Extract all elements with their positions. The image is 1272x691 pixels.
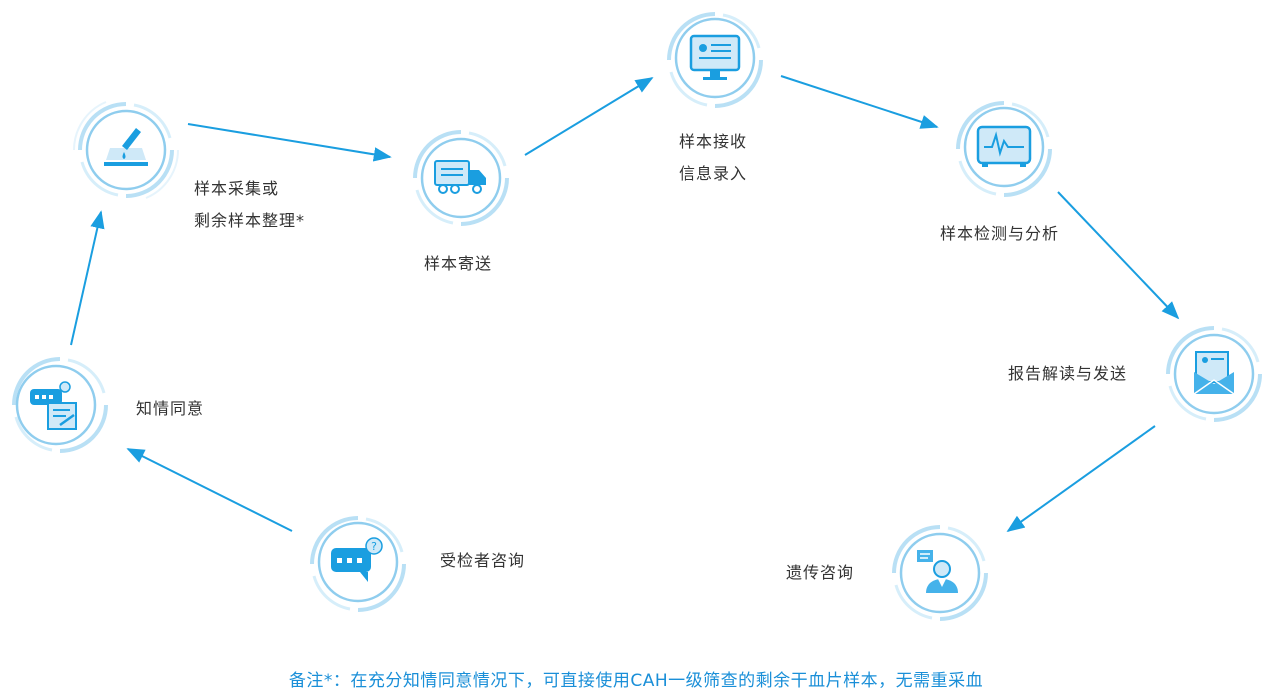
step-collect-node	[66, 90, 186, 210]
step-report-label: 报告解读与发送	[1008, 358, 1127, 390]
decorative-rings	[73, 101, 179, 199]
step-collect-label: 样本采集或 剩余样本整理*	[194, 173, 305, 237]
step-consent-node	[0, 345, 120, 465]
step-analyze-line1: 样本检测与分析	[940, 224, 1060, 243]
arrow-ship-to-receive	[524, 77, 654, 156]
step-analyze-node	[944, 89, 1064, 209]
chat-question-icon: ?	[331, 537, 383, 582]
step-receive-label: 样本接收 信息录入	[679, 126, 747, 190]
footnote: 备注*：在充分知情同意情况下，可直接使用CAH一级筛查的剩余干血片样本，无需重采…	[288, 671, 984, 691]
step-genetic-counsel-label: 遗传咨询	[786, 557, 854, 589]
step-collect-line1: 样本采集或	[194, 179, 280, 198]
step-ship-label: 样本寄送	[424, 248, 492, 280]
report-envelope-icon	[1193, 351, 1235, 395]
arrow-receive-to-analyze	[780, 75, 939, 129]
step-receive-node	[655, 0, 775, 120]
step-report-node	[1154, 314, 1272, 434]
counselor-icon	[917, 550, 958, 593]
step-receive-line2: 信息录入	[679, 164, 748, 183]
arrow-collect-to-ship	[187, 123, 392, 162]
step-report-line1: 报告解读与发送	[1008, 364, 1128, 383]
delivery-truck-icon	[434, 160, 486, 194]
step-analyze-label: 样本检测与分析	[940, 218, 1059, 250]
step-consent-line1: 知情同意	[136, 399, 205, 418]
lab-instrument-icon	[976, 125, 1032, 167]
step-receive-line1: 样本接收	[679, 132, 748, 151]
step-consult-line1: 受检者咨询	[440, 551, 526, 570]
step-consult-node: ?	[298, 504, 418, 624]
step-consent-label: 知情同意	[136, 393, 204, 425]
sample-collection-icon	[104, 128, 148, 166]
step-ship-line1: 样本寄送	[424, 254, 493, 273]
arrow-analyze-to-report	[1057, 191, 1180, 320]
step-consult-label: 受检者咨询	[440, 545, 525, 577]
consent-form-icon	[30, 381, 77, 430]
step-genetic-counsel-line1: 遗传咨询	[786, 563, 855, 582]
step-ship-node	[401, 118, 521, 238]
arrow-consent-to-collect	[70, 210, 105, 346]
computer-monitor-icon	[689, 34, 741, 80]
svg-text:?: ?	[371, 540, 377, 553]
arrow-consult-to-consent	[126, 448, 293, 532]
arrow-report-to-counsel	[1006, 425, 1156, 533]
step-genetic-counsel-node	[880, 513, 1000, 633]
step-collect-line2: 剩余样本整理*	[194, 211, 306, 230]
